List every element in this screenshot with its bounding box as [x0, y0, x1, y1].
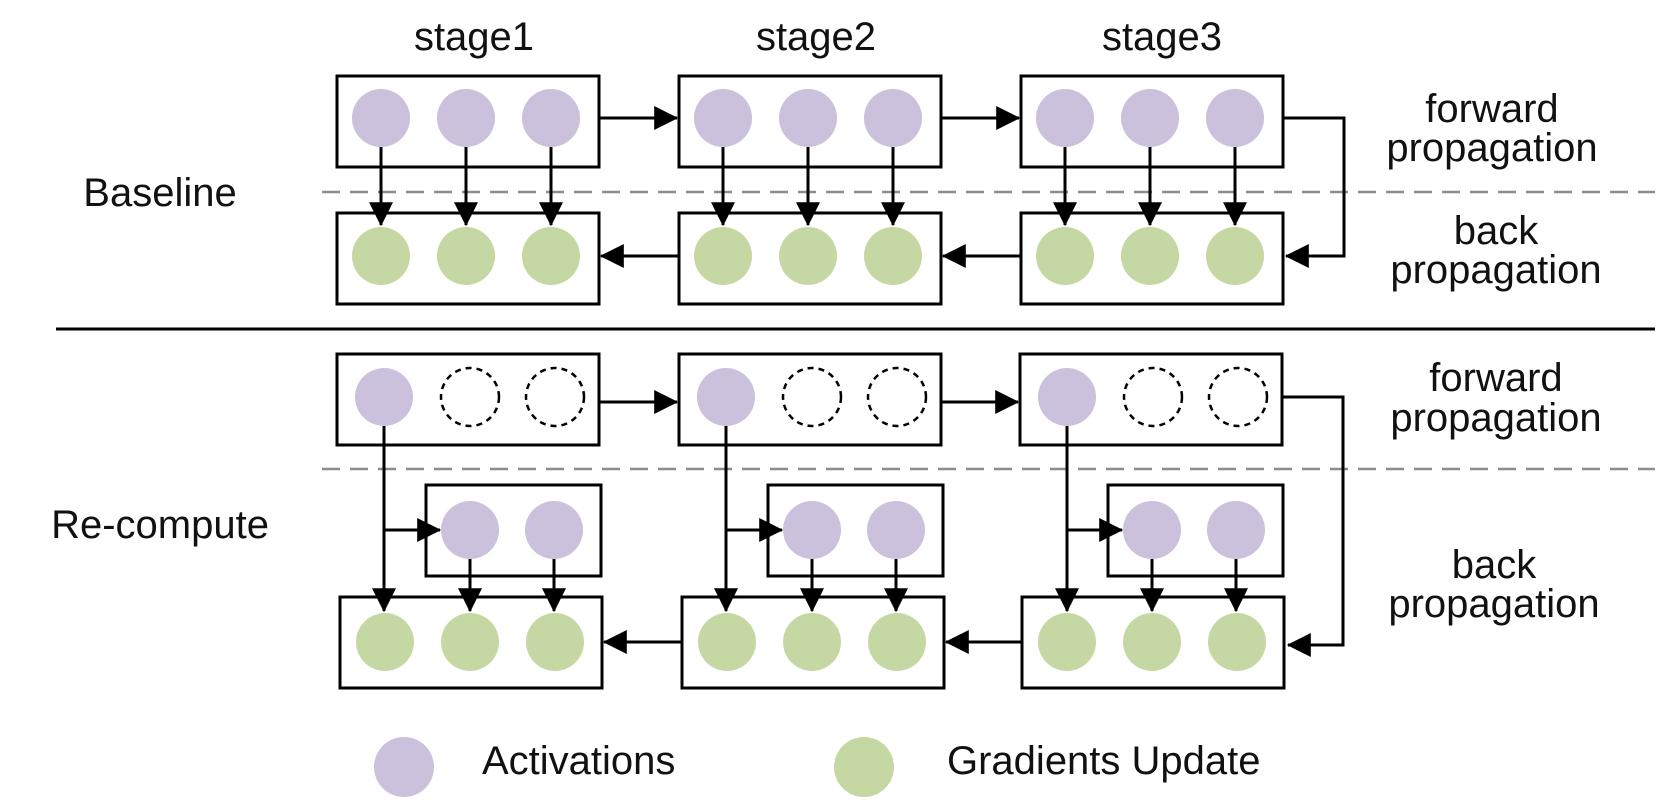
nodes	[352, 89, 1269, 671]
recompute-gradient-node-2-1	[698, 613, 756, 671]
baseline-gradient-node-3-1	[1036, 227, 1094, 285]
recompute-recomputed-node-3-1	[1123, 501, 1181, 559]
recompute-forward-label-line1: forward	[1429, 356, 1562, 400]
recompute-recomputed-node-2-2	[867, 501, 925, 559]
recompute-gradient-node-3-2	[1123, 613, 1181, 671]
recompute-recomputed-node-2-1	[783, 501, 841, 559]
baseline-gradient-node-1-1	[352, 227, 410, 285]
baseline-gradient-node-3-2	[1121, 227, 1179, 285]
baseline-activation-node-2-1	[694, 89, 752, 147]
recompute-discarded-node-1-2	[439, 366, 501, 428]
recompute-gradient-node-3-1	[1038, 613, 1096, 671]
baseline-activation-node-1-1	[352, 89, 410, 147]
recompute-forward-to-back-connector	[1282, 395, 1345, 657]
stage-label-2: stage2	[756, 15, 876, 59]
baseline-activation-node-2-3	[864, 89, 922, 147]
recompute-discarded-node-3-2	[1122, 366, 1184, 428]
recompute-activation-node-3-1	[1038, 368, 1096, 426]
legend-gradient-swatch	[834, 737, 894, 797]
legend-activations-label: Activations	[482, 739, 675, 783]
recompute-recomputed-node-1-2	[525, 501, 583, 559]
baseline-gradient-node-2-3	[864, 227, 922, 285]
recompute-gradient-node-1-1	[356, 613, 414, 671]
recompute-forward-label-line2: propagation	[1390, 396, 1601, 440]
recompute-label: Re-compute	[51, 503, 269, 547]
recompute-gradient-node-2-3	[868, 613, 926, 671]
baseline-gradient-node-2-2	[779, 227, 837, 285]
baseline-label: Baseline	[83, 171, 236, 215]
baseline-forward-label-line1: forward	[1425, 87, 1558, 131]
recompute-activation-node-1-1	[355, 368, 413, 426]
recompute-back-label-line1: back	[1452, 543, 1537, 587]
recompute-discarded-node-3-3	[1207, 366, 1269, 428]
recompute-arrows	[372, 426, 1248, 613]
baseline-forward-label-line2: propagation	[1386, 126, 1597, 170]
recompute-recomputed-node-1-1	[441, 501, 499, 559]
recompute-gradient-node-2-2	[783, 613, 841, 671]
baseline-activation-node-3-2	[1121, 89, 1179, 147]
recompute-gradient-node-3-3	[1208, 613, 1266, 671]
baseline-gradient-node-1-2	[437, 227, 495, 285]
baseline-gradient-node-2-1	[694, 227, 752, 285]
stage-label-3: stage3	[1102, 15, 1222, 59]
baseline-activation-node-1-3	[522, 89, 580, 147]
baseline-vertical-arrows	[369, 147, 1247, 227]
baseline-back-label-line1: back	[1454, 209, 1539, 253]
baseline-activation-node-3-1	[1036, 89, 1094, 147]
baseline-gradient-node-1-3	[522, 227, 580, 285]
legend-activation-swatch	[374, 737, 434, 797]
recompute-discarded-node-1-3	[524, 366, 586, 428]
baseline-forward-to-back-connector	[1283, 116, 1346, 268]
baseline-gradient-node-3-3	[1206, 227, 1264, 285]
recompute-back-label-line2: propagation	[1388, 582, 1599, 626]
recompute-discarded-node-2-3	[866, 366, 928, 428]
baseline-activation-node-1-2	[437, 89, 495, 147]
recompute-gradient-node-1-2	[441, 613, 499, 671]
legend-gradients-label: Gradients Update	[947, 739, 1261, 783]
baseline-activation-node-3-3	[1206, 89, 1264, 147]
recompute-activation-node-2-1	[697, 368, 755, 426]
recompute-discarded-node-2-2	[781, 366, 843, 428]
stage-label-1: stage1	[414, 15, 534, 59]
recompute-recomputed-node-3-2	[1207, 501, 1265, 559]
baseline-activation-node-2-2	[779, 89, 837, 147]
recompute-gradient-node-1-3	[526, 613, 584, 671]
baseline-back-label-line2: propagation	[1390, 248, 1601, 292]
